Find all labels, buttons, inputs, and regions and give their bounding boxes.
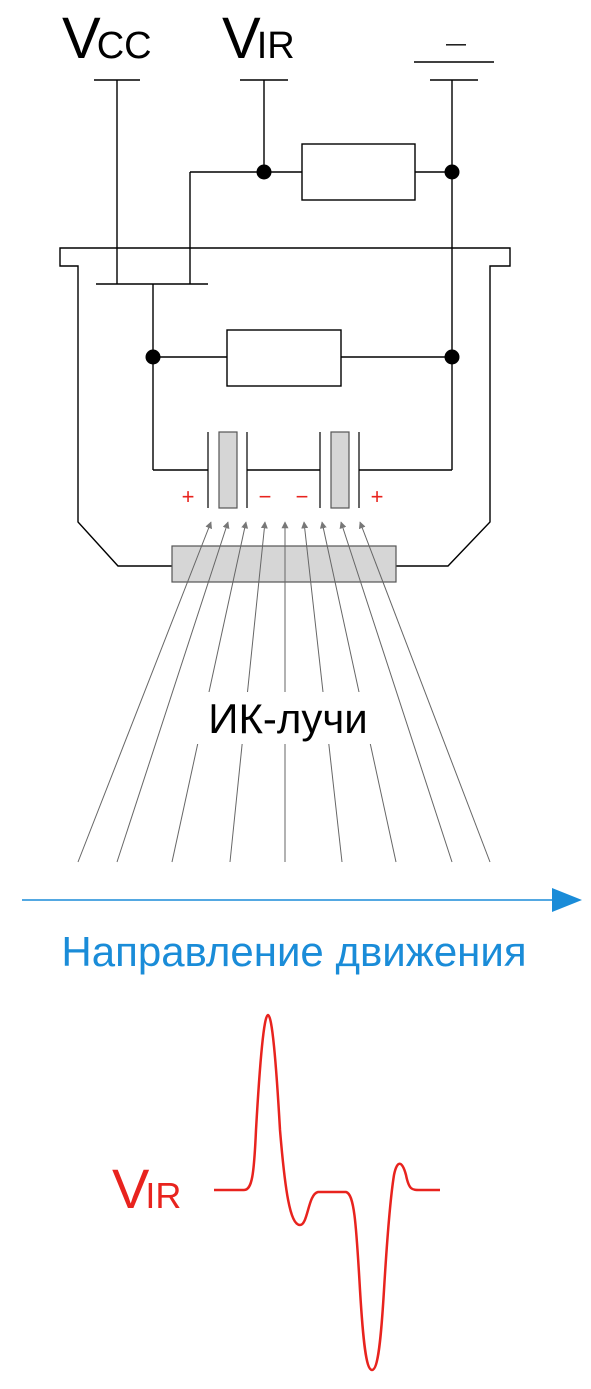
vir-label: VIR bbox=[222, 6, 295, 71]
polarity-minus-right: − bbox=[296, 484, 309, 509]
rays-label-bg bbox=[196, 692, 386, 744]
signal-label: VIR bbox=[112, 1157, 181, 1220]
signal-waveform bbox=[214, 1013, 440, 1372]
pyro-element-left bbox=[207, 431, 248, 509]
polarity-minus-left: − bbox=[259, 484, 272, 509]
filter-window bbox=[171, 545, 397, 583]
vcc-label: VCC bbox=[62, 6, 152, 71]
direction-label: Направление движения bbox=[61, 928, 526, 975]
polarity-plus-right: + bbox=[371, 484, 384, 509]
pyro-element-right bbox=[319, 431, 360, 509]
polarity-signs: + − − + bbox=[182, 484, 384, 509]
direction-arrowhead bbox=[552, 888, 582, 912]
resistor-inner bbox=[226, 329, 342, 387]
sensor-housing bbox=[59, 247, 511, 567]
junction-dots bbox=[145, 164, 460, 365]
resistor-outer bbox=[301, 143, 416, 201]
polarity-plus-left: + bbox=[182, 484, 195, 509]
circuit-wires bbox=[94, 61, 494, 471]
ir-rays-label: ИК-лучи bbox=[208, 695, 368, 742]
ground-label: — bbox=[446, 33, 466, 55]
